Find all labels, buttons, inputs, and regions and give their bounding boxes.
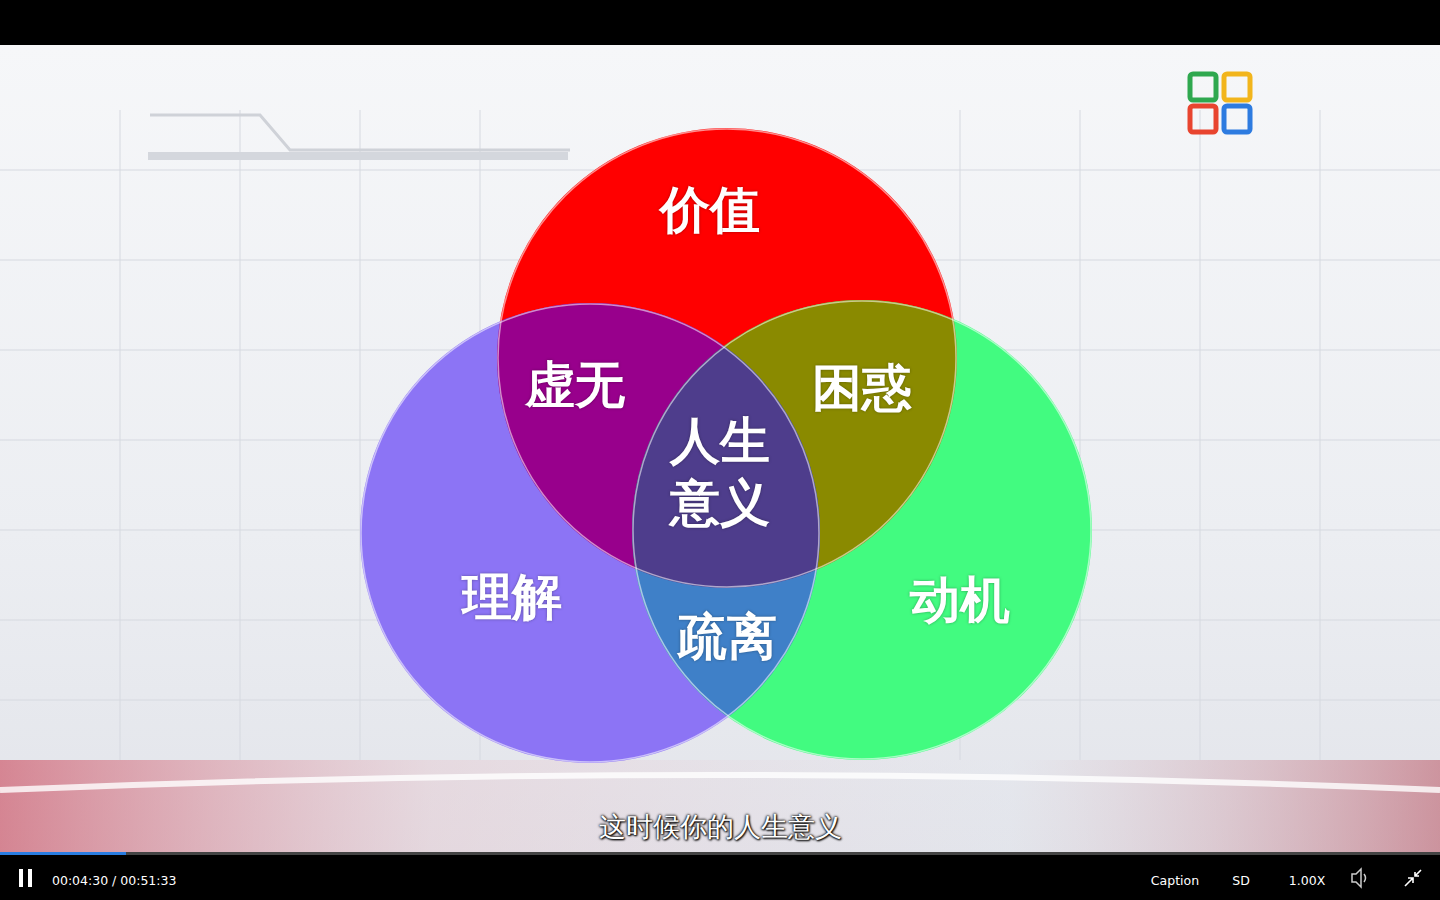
overlap-region: 虚无 (517, 351, 633, 419)
studio-backdrop (0, 45, 1440, 855)
set-label: 动机 (910, 570, 1010, 630)
deco-bar (148, 152, 568, 160)
center-fill (632, 300, 1092, 760)
label-slot: 00:04:30 / 00:51:33 (52, 871, 176, 889)
player-bar (0, 855, 1440, 900)
overlap-region: 疏离 (669, 603, 785, 671)
label-slot: SD (1232, 871, 1250, 889)
studio-floor (0, 760, 1440, 855)
set-label: 价值 (660, 180, 760, 240)
backdrop-grid (0, 110, 1440, 760)
label-slot: 1.00X (1289, 871, 1325, 889)
floor-highlight (0, 775, 1440, 790)
overlap-fill (632, 300, 1092, 760)
speed-button: 1.00X (1289, 873, 1325, 888)
progress-track (0, 852, 1440, 855)
circle-border (633, 301, 1091, 759)
deco-line (150, 115, 570, 150)
motive-circle-fill (632, 300, 1092, 760)
volume-icon (1352, 869, 1366, 887)
exit-fullscreen-icon (1405, 870, 1421, 886)
circle-border (361, 304, 819, 762)
overlap-region: 困惑 (804, 354, 920, 422)
quality-button: SD (1232, 873, 1250, 888)
label-slot: 这时候你的人生意义 (599, 809, 842, 845)
circle-border (498, 129, 956, 587)
center-region: 人生意义 (660, 406, 781, 539)
region-label: 人生意义 (668, 410, 773, 535)
caption-button: Caption (1151, 873, 1199, 888)
pause-icon (19, 869, 32, 887)
channel-logo (1190, 74, 1250, 132)
region-label: 疏离 (677, 607, 777, 667)
time-display: 00:04:30 / 00:51:33 (52, 873, 176, 888)
progress-played (0, 852, 126, 855)
region-label: 虚无 (525, 355, 625, 415)
region-label: 困惑 (812, 358, 912, 418)
overlap-fill (632, 300, 1092, 760)
label-slot: Caption (1151, 871, 1199, 889)
subtitle: 这时候你的人生意义 (599, 809, 842, 845)
set-label: 理解 (462, 567, 562, 627)
